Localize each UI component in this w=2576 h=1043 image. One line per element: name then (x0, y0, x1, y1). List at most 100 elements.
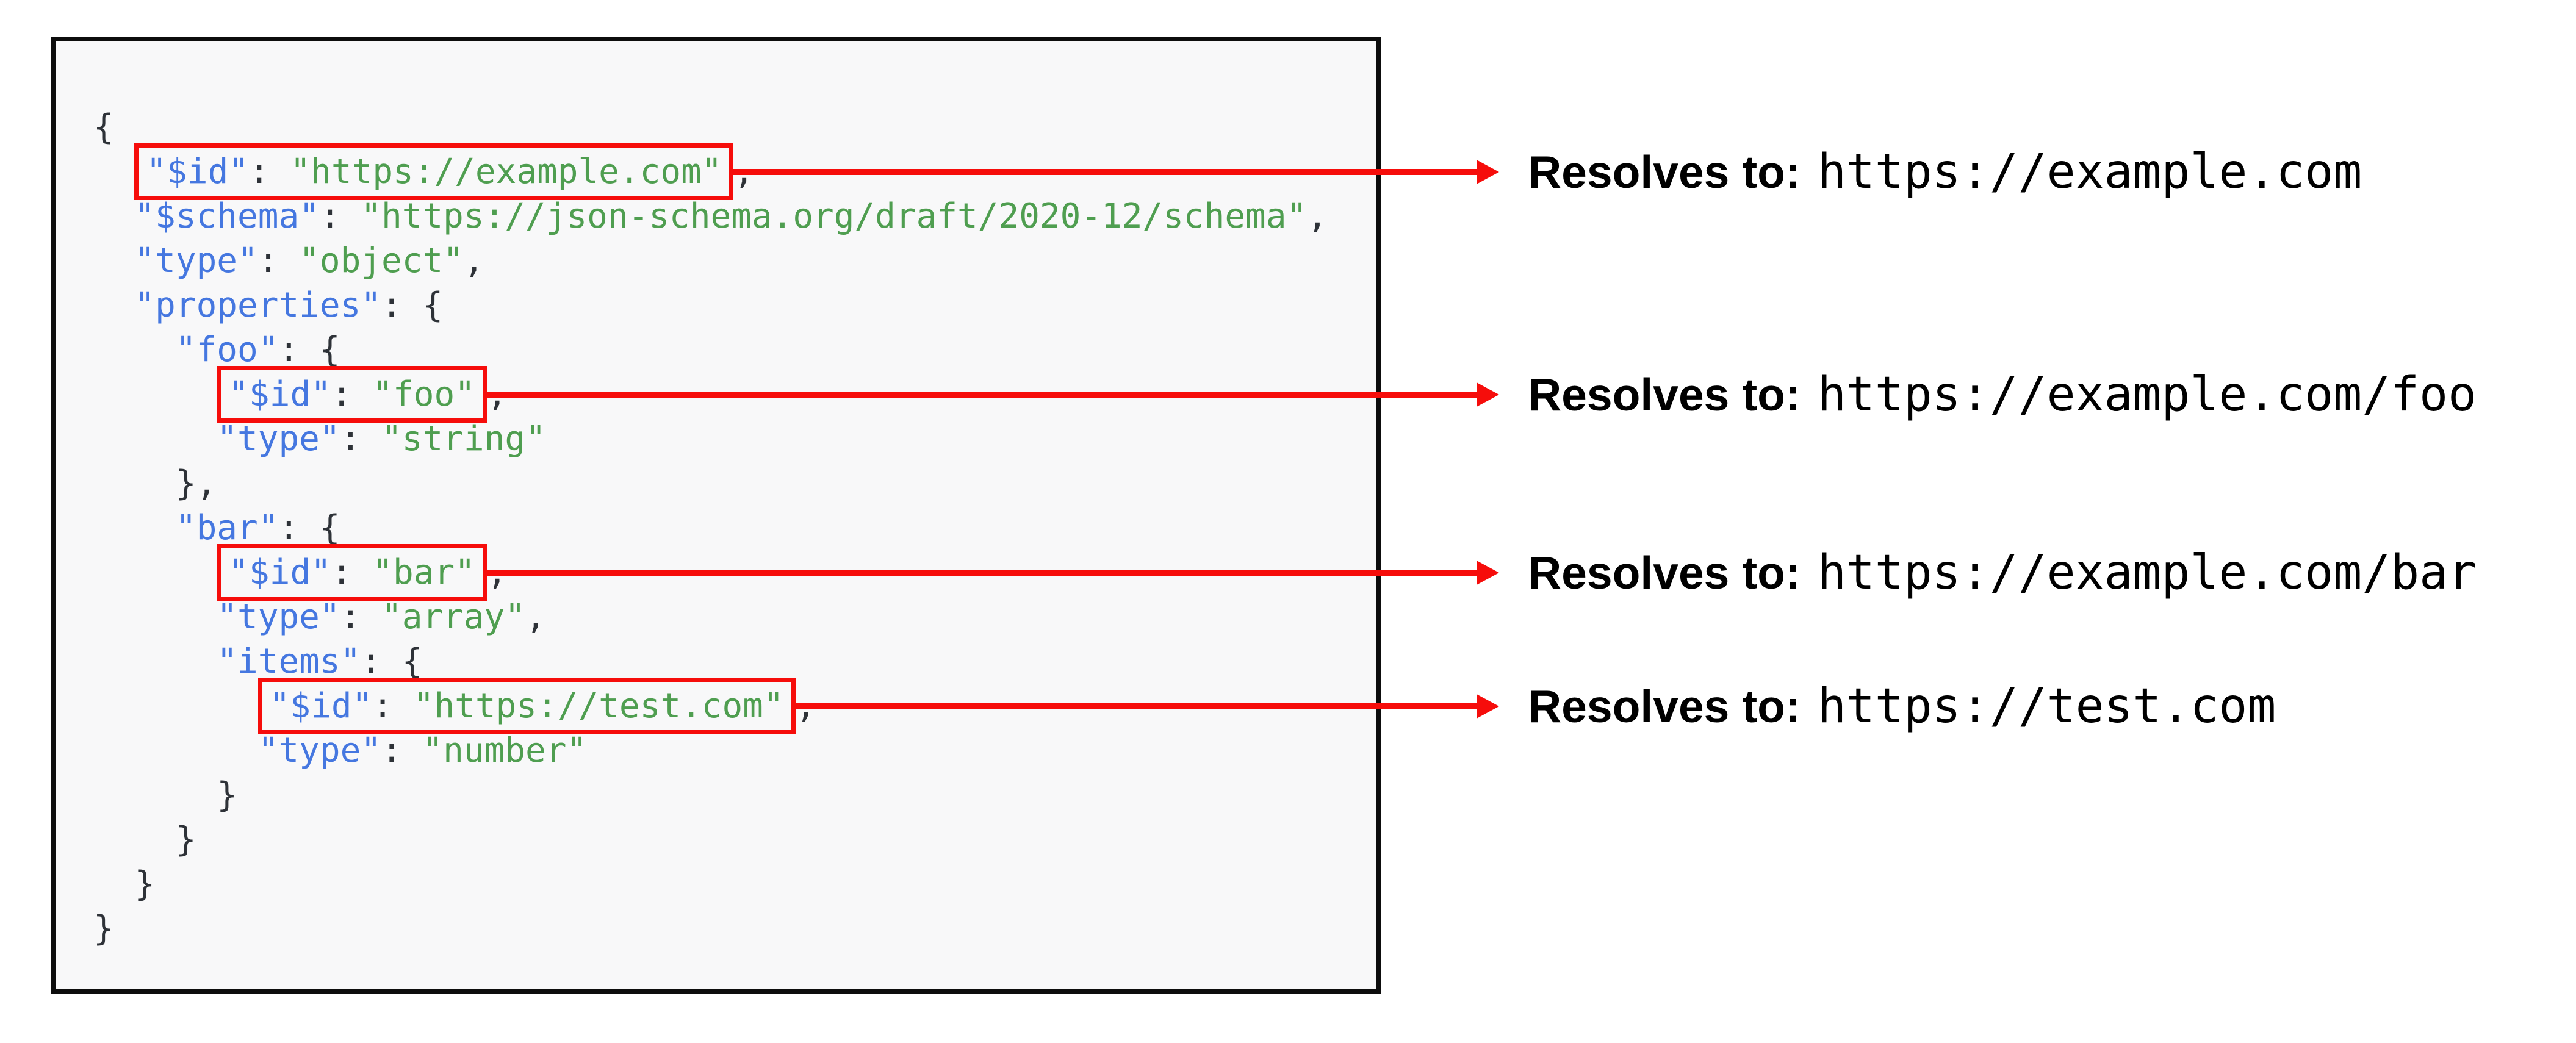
code-line: } (93, 775, 237, 815)
code-token (93, 419, 217, 459)
code-line: "type": "string" (93, 419, 546, 459)
code-token: : (331, 553, 373, 592)
code-line: } (93, 820, 196, 859)
code-line: "type": "object", (93, 241, 484, 281)
code-token: "string" (381, 419, 546, 459)
code-token: } (93, 820, 196, 859)
code-line: "items": { (93, 642, 422, 681)
code-token: : (381, 731, 423, 770)
code-token: "foo" (175, 330, 279, 370)
code-token (93, 686, 258, 726)
annotation-row: Resolves to: https://example.com/foo (1528, 367, 2477, 422)
code-pre: { "$id": "https://example.com", "$schema… (56, 41, 1376, 951)
annotation-url: https://example.com (1817, 144, 2362, 199)
code-token: "$id" (228, 375, 331, 414)
code-token (93, 375, 217, 414)
code-token: "type" (257, 731, 382, 770)
code-token: "object" (299, 241, 464, 281)
code-token: : (249, 152, 290, 192)
code-token: , (463, 241, 484, 281)
code-token: : (257, 241, 300, 281)
code-line: { (93, 107, 114, 147)
code-line: "$id": "https://test.com", (93, 678, 816, 734)
code-token: "bar" (175, 508, 279, 548)
arrowhead-icon (1477, 694, 1499, 719)
code-block: { "$id": "https://example.com", "$schema… (51, 37, 1381, 994)
code-token (93, 330, 176, 370)
id-highlight-box: "$id": "https://example.com" (134, 143, 734, 200)
code-line: "properties": { (93, 285, 443, 325)
code-token (93, 597, 217, 637)
code-token: : { (278, 330, 340, 370)
id-highlight-box: "$id": "foo" (217, 366, 487, 423)
code-token: "$schema" (134, 196, 320, 236)
code-token: "items" (217, 642, 361, 681)
code-token: "https://json-schema.org/draft/2020-12/s… (361, 196, 1308, 236)
annotation-row: Resolves to: https://test.com (1528, 679, 2276, 734)
arrowhead-icon (1477, 159, 1499, 184)
arrow-connector (484, 391, 1477, 398)
code-token (93, 553, 217, 592)
annotation-row: Resolves to: https://example.com/bar (1528, 545, 2477, 600)
annotation-url: https://example.com/bar (1817, 545, 2477, 600)
code-token: : { (278, 508, 340, 548)
code-token: "array" (381, 597, 526, 637)
code-token: : { (361, 642, 423, 681)
code-line: "type": "number" (93, 731, 587, 770)
code-token: : (340, 419, 382, 459)
code-token: "https://test.com" (413, 686, 784, 726)
code-token: , (525, 597, 546, 637)
code-line: "$id": "https://example.com", (93, 143, 754, 200)
annotation-label: Resolves to: (1528, 368, 1801, 420)
annotation-label: Resolves to: (1528, 680, 1801, 732)
arrowhead-icon (1477, 560, 1499, 585)
id-highlight-box: "$id": "bar" (217, 544, 487, 601)
code-token: "properties" (134, 285, 382, 325)
code-token (93, 196, 134, 236)
code-token: : (340, 597, 382, 637)
code-token: "number" (422, 731, 588, 770)
code-token: : (331, 375, 373, 414)
code-line: "type": "array", (93, 597, 546, 637)
code-line: } (93, 864, 155, 904)
code-token: "type" (134, 241, 258, 281)
code-line: }, (93, 464, 217, 503)
arrowhead-icon (1477, 382, 1499, 407)
code-token: "foo" (372, 375, 475, 414)
code-token: } (93, 909, 114, 948)
code-token: { (93, 107, 114, 147)
code-token (93, 241, 134, 281)
code-token: : (372, 686, 414, 726)
code-token: "$id" (146, 152, 250, 192)
code-token (93, 285, 134, 325)
code-token: "https://example.com" (290, 152, 722, 192)
annotation-label: Resolves to: (1528, 547, 1801, 598)
annotation-url: https://example.com/foo (1817, 367, 2477, 422)
code-line: "$id": "bar", (93, 544, 508, 601)
code-token (93, 152, 134, 192)
code-token: }, (93, 464, 217, 503)
code-token: "$id" (228, 553, 331, 592)
code-token: } (93, 864, 156, 904)
id-highlight-box: "$id": "https://test.com" (257, 678, 796, 734)
code-token (93, 731, 258, 770)
code-line: "foo": { (93, 330, 340, 370)
code-token: : { (381, 285, 444, 325)
code-line: "$id": "foo", (93, 366, 508, 423)
code-token: "type" (217, 419, 340, 459)
code-token: "$id" (269, 686, 373, 726)
arrow-connector (793, 703, 1477, 709)
code-token: , (1307, 196, 1328, 236)
arrow-connector (484, 569, 1477, 576)
annotation-row: Resolves to: https://example.com (1528, 145, 2362, 199)
code-line: } (93, 909, 114, 948)
arrow-connector (731, 168, 1477, 175)
annotation-label: Resolves to: (1528, 146, 1801, 198)
code-line: "bar": { (93, 508, 340, 548)
code-token (93, 508, 176, 548)
code-token: "bar" (372, 553, 475, 592)
code-token: : (319, 196, 361, 236)
code-token: "type" (217, 597, 340, 637)
annotation-url: https://test.com (1817, 678, 2276, 734)
